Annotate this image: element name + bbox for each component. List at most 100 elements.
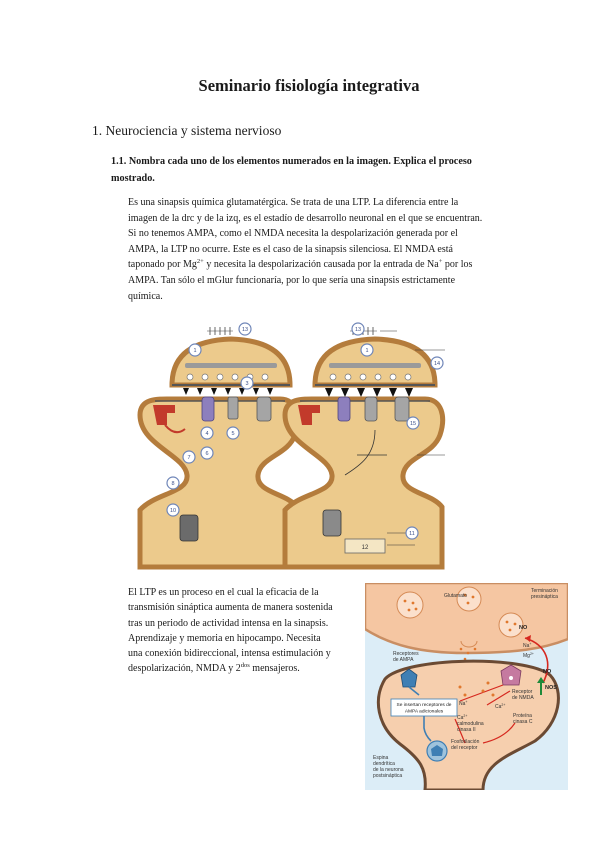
channel-receptor <box>256 396 272 422</box>
insert-box-line-1: Se insertan receptores de <box>397 702 452 708</box>
nmda-receptor <box>227 396 239 420</box>
ampa-receptor <box>400 668 418 688</box>
marker-1: 1 <box>365 348 368 354</box>
marker-10: 10 <box>170 508 176 514</box>
na-label-low: Na+ <box>459 700 467 707</box>
box-12-label: 12 <box>362 545 369 551</box>
phospho-label-1: Fosforilación <box>451 739 480 745</box>
document-title: Seminario fisiología integrativa <box>198 76 420 95</box>
ampa-receptor <box>201 396 215 422</box>
paragraph-line: Si no tenemos AMPA, como el NMDA necesit… <box>128 228 458 240</box>
paragraph-line: AMPA. Tan sólo el mGlur funcionaría, por… <box>128 274 456 286</box>
ampa-label-2: de AMPA <box>393 657 414 663</box>
nmda-label-2: de NMDA <box>512 695 534 701</box>
paragraph-line: química. <box>128 290 163 302</box>
paragraph-line: una conexión bidireccional, intensa esti… <box>128 648 331 660</box>
nmda-label-1: Receptor <box>512 689 533 695</box>
mglur-receptor <box>153 405 175 425</box>
synapse-figure: 13 1 3 4 5 6 7 8 10 <box>137 322 446 570</box>
marker-8: 8 <box>171 481 174 487</box>
paragraph-line: AMPA, la LTP no ocurre. Este es el caso … <box>128 243 453 255</box>
marker-11: 11 <box>409 531 415 537</box>
channel-receptor <box>394 396 410 422</box>
box-12 <box>344 538 386 554</box>
ca-sup: 2+ <box>501 703 505 707</box>
marker-1: 1 <box>193 348 196 354</box>
text-run: despolarización, NMDA y 2 <box>128 663 241 675</box>
postsynaptic-spine <box>137 396 301 570</box>
marker-13: 13 <box>242 327 248 333</box>
na-sup: + <box>529 642 531 646</box>
marker-7: 7 <box>187 455 190 461</box>
spine-label-2: dendrítica <box>373 761 395 767</box>
spine-label-3: de la neurona <box>373 767 404 773</box>
answer-paragraph-1: Es una sinapsis química glutamatérgica. … <box>128 195 482 304</box>
paragraph-line: El LTP es un proceso en el cual la efica… <box>128 587 319 598</box>
nos-label: NOS <box>545 685 557 691</box>
ampa-receptor <box>337 396 351 422</box>
camk-label-3: cinasa II <box>457 727 476 733</box>
text-run: mensajeros. <box>249 663 300 675</box>
ca-text: Ca <box>495 704 502 710</box>
marker-4: 4 <box>205 431 208 437</box>
no-label-top: NO <box>519 625 528 631</box>
marker-3: 3 <box>245 381 248 387</box>
marker-5: 5 <box>231 431 234 437</box>
ca-text: Ca <box>457 715 464 721</box>
mg-text: Mg <box>523 653 530 659</box>
ca-label: Ca2+ <box>495 703 505 710</box>
spine-label-1: Espina <box>373 755 389 761</box>
paragraph-line: transmisión sináptica aumenta de manera … <box>128 602 333 614</box>
paragraph-line: despolarización, NMDA y 2dos mensajeros. <box>128 661 333 676</box>
paragraph-line: taponado por Mg2+ y necesita la despolar… <box>128 257 482 273</box>
camk-label-1: Ca2+ <box>457 714 467 721</box>
na-sup: + <box>465 700 467 704</box>
na-label-top: Na+ <box>523 642 531 649</box>
insert-box-line-2: AMPA adicionales <box>405 709 444 715</box>
paragraph-line: imagen de la drc y de la izq, es el esta… <box>128 212 483 224</box>
presynaptic-label-2: presináptica <box>531 594 558 600</box>
paragraph-line: Es una sinapsis química glutamatérgica. … <box>128 197 459 208</box>
nmda-receptor <box>364 396 378 422</box>
postsynaptic-spine <box>376 659 560 790</box>
answer-paragraph-2: El LTP es un proceso en el cual la efica… <box>128 585 333 677</box>
right-synapse: 12 13 1 14 15 11 <box>282 322 446 570</box>
nmda-receptor <box>500 664 522 686</box>
mglur-receptor <box>298 405 320 425</box>
dendrite-channel <box>179 514 199 542</box>
superscript: + <box>438 258 443 266</box>
section-heading: 1. Neurociencia y sistema nervioso <box>92 123 282 138</box>
phospho-label-2: del receptor <box>451 745 478 751</box>
superscript: 2+ <box>196 258 204 266</box>
na-text: Na <box>459 701 466 707</box>
na-text: Na <box>523 643 530 649</box>
presynaptic-terminal <box>312 336 438 388</box>
pkc-label-1: Proteína <box>513 713 532 719</box>
marker-15: 15 <box>410 421 416 427</box>
text-run: por los <box>442 259 473 271</box>
camk-label-2: calmodulina <box>457 721 484 727</box>
ca-sup: 2+ <box>463 714 467 718</box>
superscript: dos <box>240 662 250 670</box>
mg-label: Mg2+ <box>523 652 534 659</box>
question-line-1: 1.1. Nombra cada uno de los elementos nu… <box>111 156 472 167</box>
ltp-figure: Se insertan receptores de AMPA adicional… <box>365 583 568 790</box>
marker-6: 6 <box>205 451 208 457</box>
mg-sup: 2+ <box>530 652 534 656</box>
dendrite-channel <box>322 509 342 537</box>
paragraph-line: tras un periodo de actividad intensa en … <box>128 617 329 629</box>
text-run: y necesita la despolarización causada po… <box>203 259 439 271</box>
left-synapse: 13 1 3 4 5 6 7 8 10 <box>137 322 301 570</box>
question-line-2: mostrado. <box>111 173 155 184</box>
spine-label-4: postsináptica <box>373 773 402 779</box>
text-run: taponado por Mg <box>128 259 197 271</box>
paragraph-line: Aprendizaje y memoria en hipocampo. Nece… <box>128 632 321 644</box>
no-label-right: NO <box>543 669 552 675</box>
question-heading: 1.1. Nombra cada uno de los elementos nu… <box>111 153 472 187</box>
marker-13: 13 <box>355 327 361 333</box>
ampa-label-1: Receptores <box>393 651 419 657</box>
marker-14: 14 <box>434 361 440 367</box>
pkc-label-2: cinasa C <box>513 719 533 725</box>
glutamate-label: Glutamato <box>444 593 467 599</box>
presynaptic-label-1: Terminación <box>531 588 558 594</box>
